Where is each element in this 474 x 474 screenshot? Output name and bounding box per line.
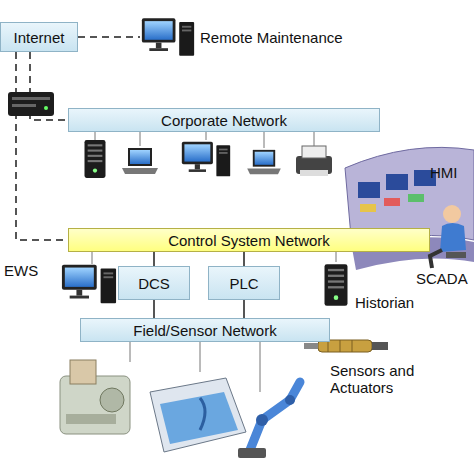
controller-box: DCS — [118, 266, 190, 300]
station-label: SCADA — [416, 270, 468, 287]
network-link — [244, 300, 245, 318]
network-link — [244, 252, 245, 266]
station-label: HMI — [430, 164, 458, 181]
network-link — [16, 52, 68, 240]
node-text: Field/Sensor Network — [133, 322, 276, 339]
network-band: Control System Network — [68, 228, 430, 252]
device-label: Historian — [355, 294, 414, 311]
station-label: EWS — [4, 262, 38, 279]
node-text: Corporate Network — [161, 112, 287, 129]
device-label: Sensors and Actuators — [330, 362, 450, 397]
network-cloud-box: Internet — [0, 22, 78, 52]
network-link — [154, 300, 155, 318]
network-link — [154, 252, 155, 266]
node-text: Control System Network — [168, 232, 330, 249]
network-band: Corporate Network — [68, 108, 380, 132]
controller-box: PLC — [208, 266, 280, 300]
node-text: DCS — [138, 275, 170, 292]
node-text: Internet — [14, 29, 65, 46]
node-text: PLC — [229, 275, 258, 292]
device-label: Remote Maintenance — [200, 29, 343, 46]
network-band: Field/Sensor Network — [80, 318, 330, 342]
